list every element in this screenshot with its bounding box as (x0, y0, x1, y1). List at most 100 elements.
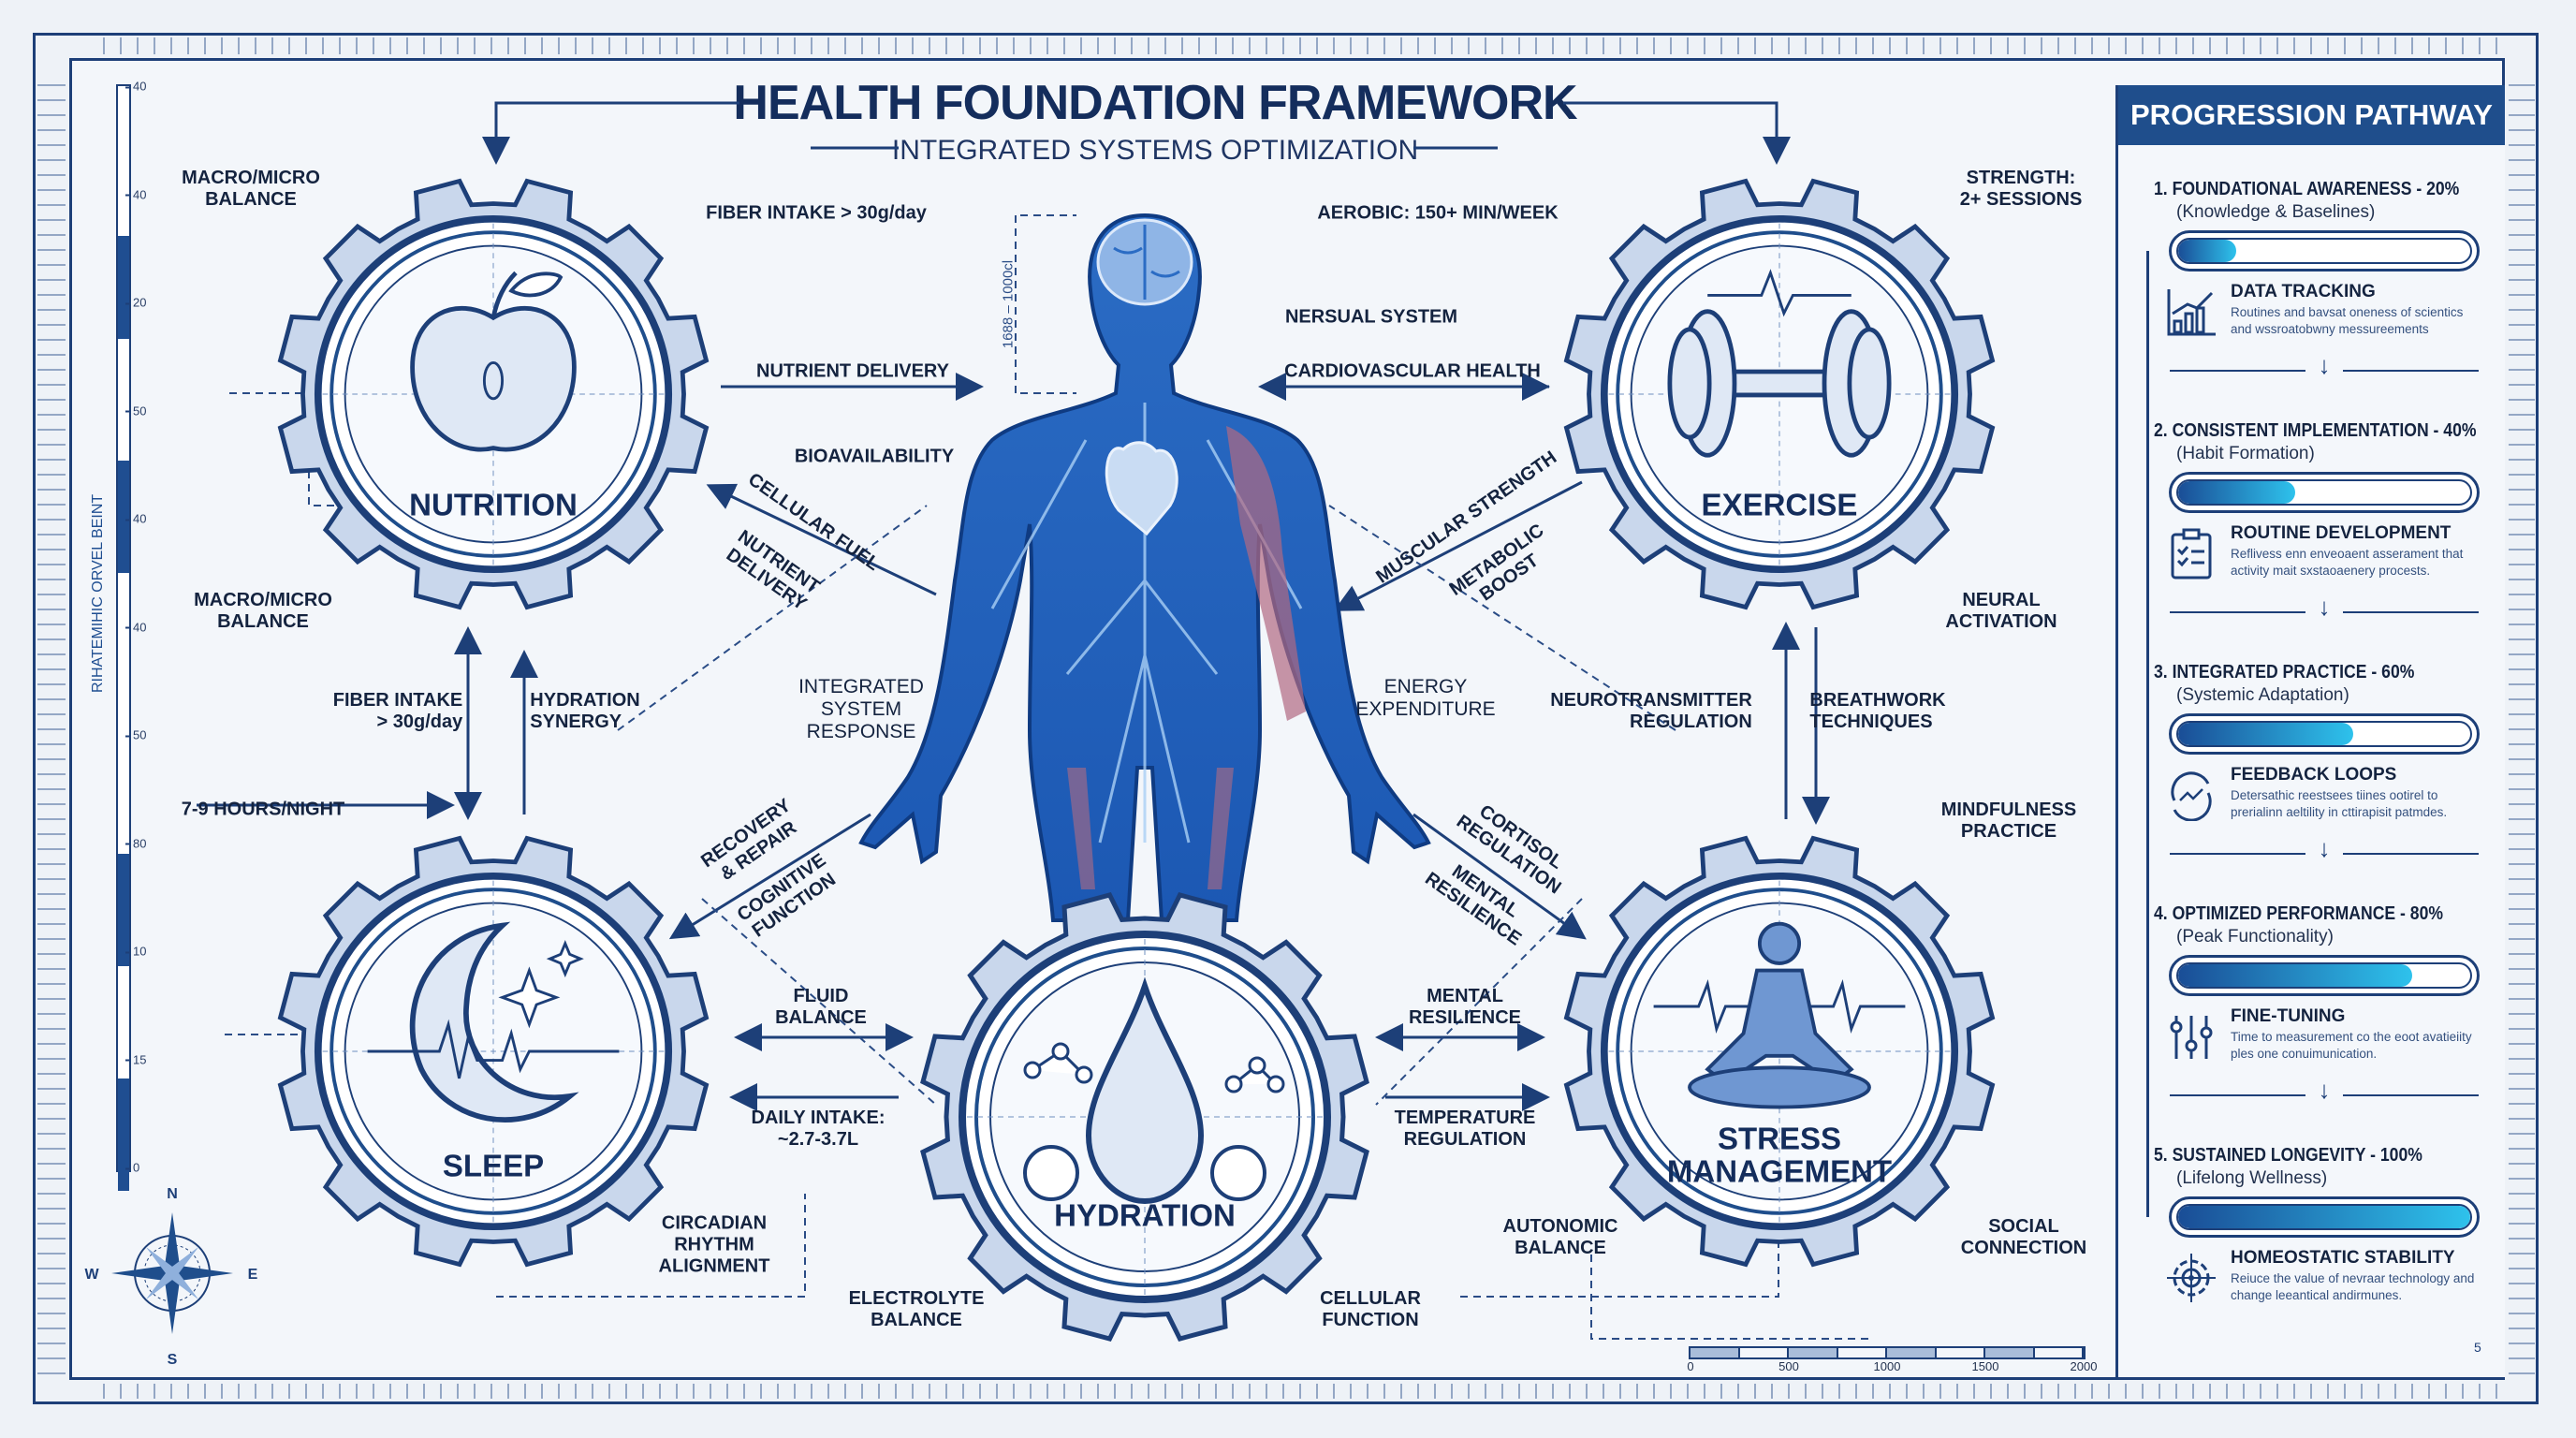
dimension-label: 1688 – 1000cl (1000, 259, 1017, 349)
item-title: DATA TRACKING (2231, 282, 2376, 301)
cycle-icon (2171, 771, 2212, 821)
panel-title: PROGRESSION PATHWAY (2118, 85, 2505, 145)
step-separator: ↓ (2170, 351, 2479, 385)
label-integrated-response: INTEGRATED SYSTEM RESPONSE (798, 675, 924, 743)
bottom-ruler (103, 1384, 2499, 1399)
scale-bar-tick: 2000 (2070, 1359, 2098, 1373)
step-1: 1. FOUNDATIONAL AWARENESS - 20% (Knowled… (2154, 179, 2500, 223)
arrow-down-icon: ↓ (2318, 834, 2331, 862)
step-title: 1. FOUNDATIONAL AWARENESS - 20% (2154, 179, 2460, 199)
label-cellular-function: CELLULAR FUNCTION (1320, 1288, 1421, 1330)
progress-fill (2178, 240, 2237, 262)
dumbbell-icon (1667, 269, 1892, 458)
label-fluid-balance: FLUID BALANCE (775, 986, 867, 1028)
scale-tick: 40 (124, 187, 147, 201)
step-item: FEEDBACK LOOPS Detersathic reestsees tii… (2165, 765, 2493, 830)
compass-south: S (167, 1352, 178, 1368)
gauge-icon (1023, 1145, 1079, 1201)
stress-management-label: STRESS MANAGEMENT (1667, 1123, 1892, 1187)
compass-north: N (167, 1186, 178, 1202)
label-neurotransmitter: NEUROTRANSMITTER REGULATION (1550, 690, 1752, 732)
scale-bar-tick: 1500 (1971, 1359, 1999, 1373)
step-item: DATA TRACKING Routines and bavsat onenes… (2165, 282, 2493, 347)
step-subtitle: (Habit Formation) (2176, 444, 2315, 463)
item-title: HOMEOSTATIC STABILITY (2231, 1248, 2455, 1268)
arrow-down-icon: ↓ (2318, 1076, 2331, 1104)
step-title: 5. SUSTAINED LONGEVITY - 100% (2154, 1145, 2422, 1166)
scale-tick: 80 (124, 836, 147, 850)
scale-tick: 0 (124, 1160, 140, 1175)
step-progress-bar (2169, 713, 2480, 755)
exercise-gear[interactable] (1555, 169, 2004, 619)
exercise-label: EXERCISE (1701, 487, 1858, 522)
outer-frame (33, 33, 2539, 1404)
label-macro-top: MACRO/MICRO BALANCE (182, 168, 320, 210)
panel-page-number: 5 (2474, 1340, 2481, 1355)
scale-tick: 40 (124, 79, 147, 94)
step-2: 2. CONSISTENT IMPLEMENTATION - 40% (Habi… (2154, 420, 2500, 464)
step-separator: ↓ (2170, 593, 2479, 626)
vertical-scale (116, 84, 131, 1191)
step-item: ROUTINE DEVELOPMENT Reflivess enn enveoa… (2165, 523, 2493, 589)
scale-bar-tick: 0 (1687, 1359, 1694, 1373)
nutrition-label: NUTRITION (409, 487, 578, 522)
molecule-icon (1023, 1042, 1285, 1093)
clipboard-icon (2171, 528, 2212, 580)
label-strength: STRENGTH: 2+ SESSIONS (1959, 168, 2083, 210)
stress-label-line1: STRESS (1717, 1121, 1842, 1156)
label-temperature: TEMPERATURE REGULATION (1394, 1108, 1536, 1150)
label-social: SOCIAL CONNECTION (1960, 1216, 2087, 1258)
label-fiber-top: FIBER INTAKE > 30g/day (706, 202, 927, 224)
arrow-down-icon: ↓ (2318, 593, 2331, 621)
step-item: FINE-TUNING Time to measurement co the e… (2165, 1006, 2493, 1072)
step-subtitle: (Knowledge & Baselines) (2176, 202, 2376, 222)
page-subtitle: INTEGRATED SYSTEMS OPTIMIZATION (891, 135, 1419, 166)
label-electrolyte: ELECTROLYTE BALANCE (848, 1288, 985, 1330)
step-title: 2. CONSISTENT IMPLEMENTATION - 40% (2154, 420, 2477, 441)
scale-tick: 20 (124, 295, 147, 310)
item-description: Detersathic reestsees tiines ootirel to … (2231, 788, 2448, 819)
compass-west: W (84, 1267, 99, 1283)
chart-icon (2167, 289, 2216, 336)
step-progress-bar (2169, 472, 2480, 513)
progress-fill (2178, 481, 2295, 504)
stress-management-gear[interactable] (1555, 827, 2004, 1276)
hydration-gear[interactable] (911, 883, 1379, 1351)
progress-fill (2178, 1206, 2470, 1228)
star-icon (498, 966, 561, 1029)
item-description: Reflivess enn enveoaent asserament that … (2231, 547, 2464, 578)
sleep-gear[interactable] (269, 827, 718, 1276)
scale-tick: 50 (124, 727, 147, 742)
progression-panel: PROGRESSION PATHWAY 1. FOUNDATIONAL AWAR… (2115, 85, 2505, 1377)
scale-bar-tick: 1000 (1873, 1359, 1901, 1373)
step-item: HOMEOSTATIC STABILITY Reiuce the value o… (2165, 1248, 2493, 1313)
item-description: Reiuce the value of nevraar technology a… (2231, 1271, 2475, 1302)
gauge-icon (1210, 1145, 1266, 1201)
item-description: Time to measurement co the eoot avatieii… (2231, 1030, 2472, 1061)
step-progress-bar (2169, 955, 2480, 996)
step-separator: ↓ (2170, 1076, 2479, 1109)
item-title: FEEDBACK LOOPS (2231, 765, 2397, 785)
progress-fill (2178, 964, 2412, 987)
label-cardiovascular: CARDIOVASCULAR HEALTH (1284, 360, 1541, 382)
step-subtitle: (Peak Functionality) (2176, 927, 2334, 946)
step-title: 4. OPTIMIZED PERFORMANCE - 80% (2154, 903, 2444, 924)
step-title: 3. INTEGRATED PRACTICE - 60% (2154, 662, 2415, 682)
scale-bar-tick: 500 (1778, 1359, 1799, 1373)
moon-icon (367, 921, 620, 1123)
sliders-icon (2170, 1016, 2213, 1059)
scale-bar (1689, 1346, 2086, 1359)
compass-rose-icon (111, 1212, 233, 1334)
nutrition-gear[interactable] (269, 169, 718, 619)
label-sleep-hours: 7-9 HOURS/NIGHT (181, 799, 345, 820)
compass-east: E (247, 1267, 258, 1283)
label-neural-activation: NEURAL ACTIVATION (1945, 590, 2057, 632)
scale-tick: 40 (124, 511, 147, 526)
label-mindfulness: MINDFULNESS PRACTICE (1940, 800, 2077, 842)
label-nutrient-delivery: NUTRIENT DELIVERY (756, 360, 949, 382)
step-progress-bar (2169, 1196, 2480, 1238)
item-title: ROUTINE DEVELOPMENT (2231, 523, 2452, 543)
top-ruler (103, 37, 2499, 54)
arrow-down-icon: ↓ (2318, 351, 2331, 379)
step-3: 3. INTEGRATED PRACTICE - 60% (Systemic A… (2154, 662, 2500, 706)
